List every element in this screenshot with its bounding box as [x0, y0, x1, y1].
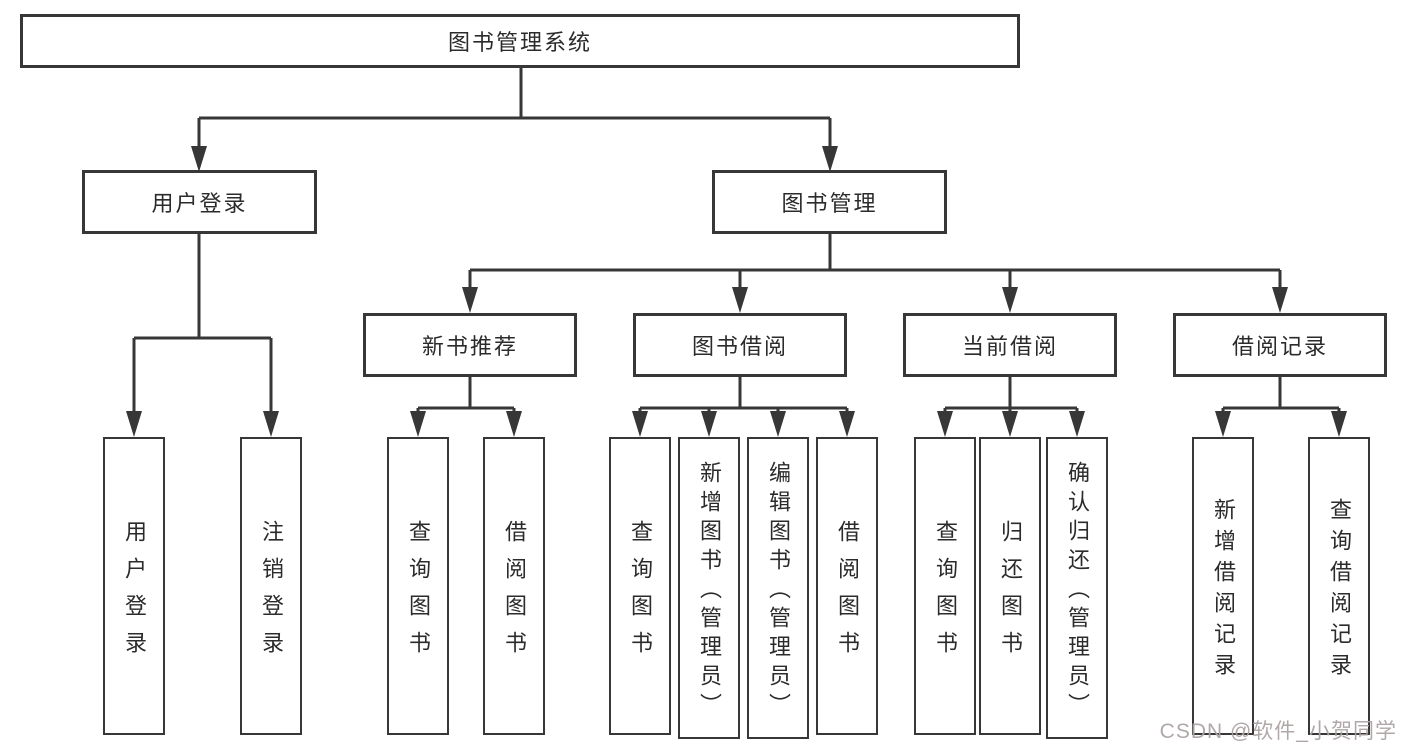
node-borrow-record: 借阅记录 [1173, 313, 1387, 377]
leaf-query-borrow-record: 查询借阅记录 [1308, 437, 1370, 735]
leaf-query-book-3: 查询图书 [914, 437, 976, 735]
csdn-watermark: CSDN @软件_小贺同学 [1159, 720, 1397, 743]
leaf-borrow-book-2: 借阅图书 [816, 437, 878, 735]
leaf-query-book-1: 查询图书 [387, 437, 449, 735]
leaf-borrow-book-1: 借阅图书 [483, 437, 545, 735]
leaf-borrow-book-1-label: 借阅图书 [502, 519, 527, 668]
node-root-system: 图书管理系统 [20, 14, 1020, 68]
leaf-logout-login: 注销登录 [240, 437, 302, 735]
leaf-logout-login-label: 注销登录 [259, 519, 284, 668]
node-book-borrow: 图书借阅 [633, 313, 847, 377]
leaf-query-borrow-record-label: 查询借阅记录 [1327, 497, 1352, 684]
leaf-query-book-2: 查询图书 [609, 437, 671, 735]
leaf-confirm-return-admin: 确认归还（管理员） [1046, 437, 1108, 739]
node-book-management-label: 图书管理 [781, 191, 878, 216]
leaf-confirm-return-admin-label: 确认归还（管理员） [1065, 461, 1090, 722]
node-book-borrow-label: 图书借阅 [691, 334, 788, 359]
node-current-borrow-label: 当前借阅 [961, 334, 1058, 359]
leaf-add-book-admin-label: 新增图书（管理员） [697, 461, 722, 722]
leaf-edit-book-admin: 编辑图书（管理员） [747, 437, 809, 739]
leaf-query-book-2-label: 查询图书 [628, 519, 653, 668]
leaf-user-login: 用户登录 [103, 437, 165, 735]
leaf-edit-book-admin-label: 编辑图书（管理员） [766, 461, 791, 722]
leaf-return-book: 归还图书 [979, 437, 1041, 735]
node-borrow-record-label: 借阅记录 [1231, 334, 1328, 359]
arrowhead-icons [126, 146, 1347, 437]
leaf-add-borrow-record-label: 新增借阅记录 [1211, 497, 1236, 684]
node-user-login-label: 用户登录 [151, 191, 248, 216]
node-user-login: 用户登录 [82, 170, 317, 234]
leaf-user-login-label: 用户登录 [122, 519, 147, 668]
leaf-return-book-label: 归还图书 [998, 519, 1023, 668]
leaf-add-book-admin: 新增图书（管理员） [678, 437, 740, 739]
node-new-book-recommend-label: 新书推荐 [421, 334, 518, 359]
leaf-add-borrow-record: 新增借阅记录 [1192, 437, 1254, 735]
leaf-query-book-1-label: 查询图书 [406, 519, 431, 668]
leaf-query-book-3-label: 查询图书 [933, 519, 958, 668]
node-root-label: 图书管理系统 [447, 30, 592, 55]
node-book-management: 图书管理 [712, 170, 947, 234]
node-new-book-recommend: 新书推荐 [363, 313, 577, 377]
leaf-borrow-book-2-label: 借阅图书 [835, 519, 860, 668]
node-current-borrow: 当前借阅 [903, 313, 1117, 377]
